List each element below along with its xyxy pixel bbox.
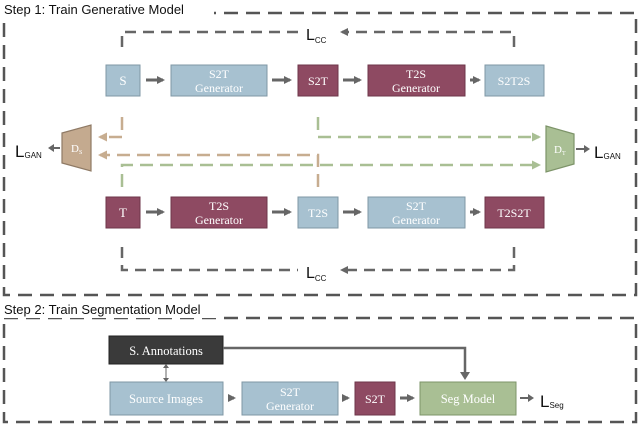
step2-s2t-box — [354, 381, 396, 416]
step2-title: Step 2: Train Segmentation Model — [4, 302, 201, 317]
row2-input-label: T — [119, 205, 127, 220]
row1-gen2-box — [367, 64, 466, 97]
step1-title: Step 1: Train Generative Model — [4, 2, 184, 17]
annotations-box — [108, 335, 224, 365]
step2-gen-line2: Generator — [266, 399, 314, 413]
cc-loop-top-arrow — [340, 28, 516, 47]
step2-frame — [2, 316, 638, 424]
row2-gen1-line1: T2S — [209, 199, 229, 213]
row1-mid-label: S2T — [308, 74, 329, 88]
step2-gen-box — [241, 381, 339, 416]
row1-gen2-line2: Generator — [392, 81, 440, 95]
tan-dash-row1-to-ds — [98, 117, 124, 142]
row2: T T2S Generator T2S S2T Generator T2S2T — [105, 196, 545, 229]
row1-gen1-box — [170, 64, 268, 97]
row2-gen2-line1: S2T — [406, 199, 427, 213]
cc-loop-bottom-arrow — [340, 247, 516, 274]
cc-loop-bottom — [120, 247, 298, 272]
row2-out-label: T2S2T — [497, 206, 531, 220]
step2-s2t-label: S2T — [365, 392, 386, 406]
row1: S S2T Generator S2T T2S Generator S2T2S — [105, 64, 545, 97]
source-images-label: Source Images — [129, 392, 203, 406]
loss-cc-top: LCC — [306, 27, 327, 45]
row1-input-box — [105, 64, 141, 97]
row2-out-box — [484, 196, 545, 229]
row1-input-label: S — [119, 73, 126, 88]
row2-gen1-line2: Generator — [195, 213, 243, 227]
row2-gen1-box — [170, 196, 268, 229]
discriminator-target — [545, 125, 575, 173]
step2-gen-line1: S2T — [280, 385, 301, 399]
row2-mid-box — [297, 196, 339, 229]
row1-gen2-line1: T2S — [406, 67, 426, 81]
seg-model-label: Seg Model — [441, 392, 496, 406]
annotation-to-seg-line — [223, 346, 467, 372]
row1-mid-box — [297, 64, 339, 97]
annotations-label: S. Annotations — [129, 344, 203, 358]
row1-out-label: S2T2S — [498, 74, 531, 88]
discriminator-source — [61, 124, 92, 172]
green-dash-row1-to-dt — [316, 117, 541, 142]
row2-gen2-line2: Generator — [392, 213, 440, 227]
row1-gen1-line2: Generator — [195, 81, 243, 95]
row1-out-box — [484, 64, 545, 97]
row2-input-box — [105, 196, 141, 229]
row1-gen1-line1: S2T — [209, 67, 230, 81]
loss-cc-bottom: LCC — [306, 265, 327, 283]
step1-frame — [2, 11, 638, 297]
cc-loop-top — [120, 30, 298, 47]
disc-source-label: DS — [71, 143, 82, 156]
loss-gan-left: LGAN — [15, 142, 42, 161]
disc-target-label: DT — [554, 144, 566, 157]
seg-model-box — [419, 381, 517, 416]
tan-dash-row2-to-ds — [98, 150, 320, 187]
row2-gen2-box — [367, 196, 466, 229]
loss-gan-right: LGAN — [594, 143, 621, 162]
loss-seg: LSeg — [540, 392, 564, 411]
row2-mid-label: T2S — [308, 206, 328, 220]
green-dash-row2-to-dt — [120, 160, 541, 187]
source-images-box — [109, 381, 224, 416]
